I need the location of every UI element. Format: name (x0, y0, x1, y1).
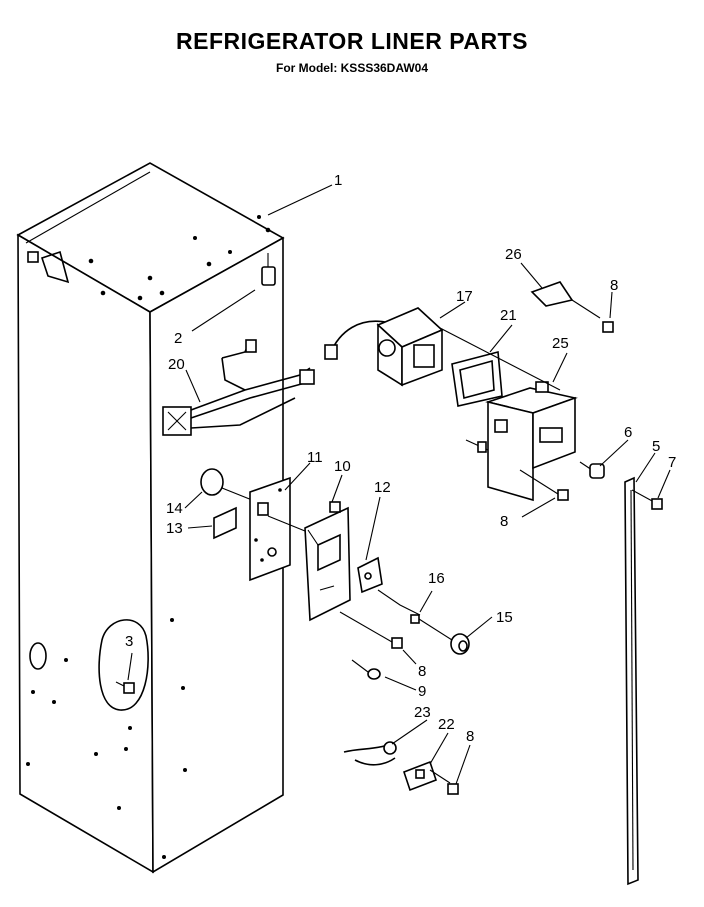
model-subtitle: For Model: KSSS36DAW04 (275, 61, 429, 75)
callout-numbers: 1 2 20 3 14 13 11 10 12 16 15 17 21 25 2… (125, 172, 676, 745)
part-23-wire (343, 741, 397, 766)
callout-8-bottom: 8 (466, 728, 474, 745)
part-17-fan-motor (324, 307, 444, 387)
screw-7 (631, 489, 663, 510)
callout-26: 26 (505, 246, 522, 263)
screw-9 (351, 659, 381, 680)
part-15-plug (450, 633, 470, 655)
callout-10: 10 (334, 458, 351, 475)
part-22-switch (402, 760, 438, 792)
part-11-plate (249, 476, 306, 582)
callout-8-housing: 8 (500, 513, 508, 530)
part-5-rail (624, 476, 639, 886)
diagram-title: REFRIGERATOR LINER PARTS (176, 28, 528, 54)
screw-8-bottom (429, 769, 459, 795)
callout-3: 3 (125, 633, 133, 650)
callout-5: 5 (652, 438, 660, 455)
callout-20: 20 (168, 356, 185, 373)
part-26-bracket (530, 281, 601, 319)
part-3-region (98, 619, 149, 711)
liner-cabinet (16, 162, 285, 874)
screw-8-top (602, 321, 614, 333)
callout-12: 12 (374, 479, 391, 496)
part-2-cap (261, 253, 276, 286)
part-16-screw (410, 614, 453, 641)
callout-6: 6 (624, 424, 632, 441)
callout-15: 15 (496, 609, 513, 626)
callout-21: 21 (500, 307, 517, 324)
callout-22: 22 (438, 716, 455, 733)
callout-8-middle: 8 (418, 663, 426, 680)
callout-2: 2 (174, 330, 182, 347)
part-14-knob (200, 468, 253, 501)
screw-8-middle (339, 611, 403, 649)
callout-13: 13 (166, 520, 183, 537)
part-12-clip (357, 556, 421, 616)
callout-23: 23 (414, 704, 431, 721)
part-25-housing (439, 327, 578, 502)
callout-16: 16 (428, 570, 445, 587)
callout-1: 1 (334, 172, 342, 189)
part-20-wire-harness (162, 339, 315, 436)
part-6-grommet (579, 461, 605, 479)
part-13-label (213, 506, 237, 540)
callout-25: 25 (552, 335, 569, 352)
callout-11: 11 (307, 449, 323, 466)
callout-9: 9 (418, 683, 426, 700)
callout-7: 7 (668, 454, 676, 471)
part-10-bracket (304, 501, 351, 622)
callout-8-top: 8 (610, 277, 618, 294)
screw-8-housing (519, 469, 569, 501)
callout-14: 14 (166, 500, 183, 517)
callout-17: 17 (456, 288, 473, 305)
part-21-gasket (451, 350, 503, 407)
leader-lines (127, 184, 671, 785)
